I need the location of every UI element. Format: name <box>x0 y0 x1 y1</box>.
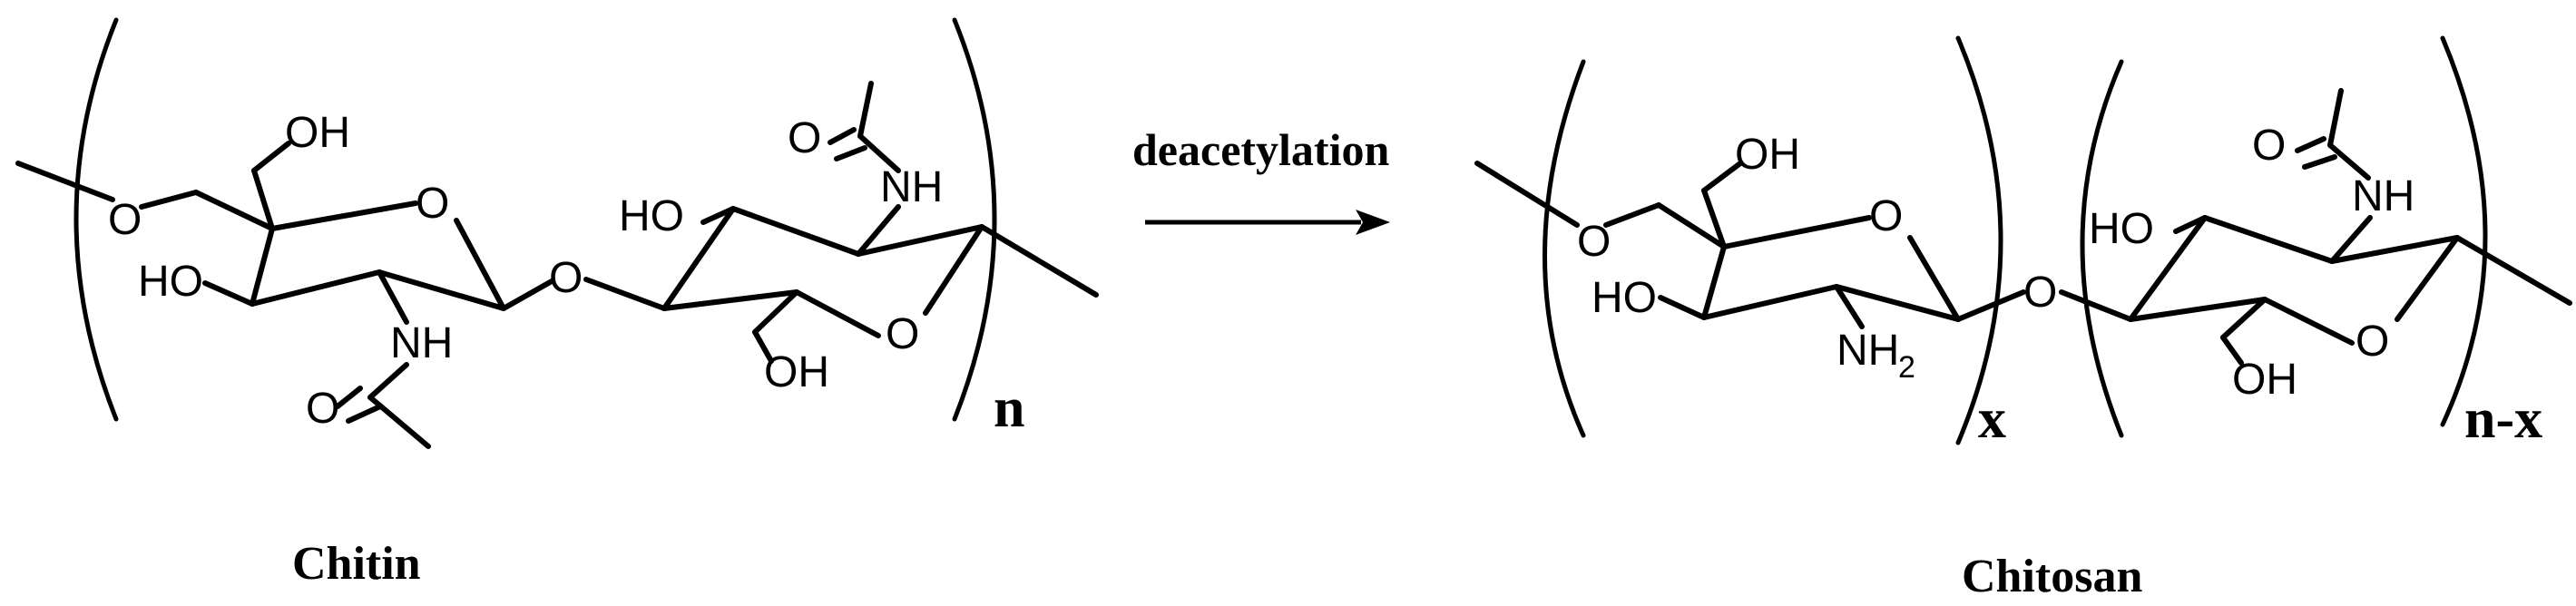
chitosan-ring2-hydroxymethyl-oh: OH <box>2232 356 2297 404</box>
chitosan-hydroxymethyl-oh: OH <box>1735 131 1800 179</box>
arrow-head <box>1356 210 1390 235</box>
chitin-repeat-subscript: n <box>994 377 1024 439</box>
chitin-ring2-hydroxymethyl-oh: OH <box>764 348 829 396</box>
chitosan-ring2-carbonyl-o: O <box>2252 122 2286 170</box>
chitosan-x-left-paren <box>1543 59 1586 438</box>
chitosan-ring2-amide-nh: NH <box>2352 172 2414 220</box>
chitosan-glycosidic-oxygen: O <box>2023 269 2057 317</box>
chitosan-ring2-oxygen: O <box>2356 318 2389 366</box>
chitin-right-paren <box>952 17 997 422</box>
chitin-ring2-carbonyl-o: O <box>788 114 821 162</box>
chitin-ring1-carbonyl-o: O <box>306 385 339 433</box>
chitin-glycosidic-oxygen: O <box>549 254 583 302</box>
chitosan-ring1-oxygen: O <box>1869 192 1903 240</box>
chitin-ring1-hydroxyl: HO <box>138 258 203 306</box>
chitin-atom-labels: O OH O HO NH O O HO OH NH O O <box>108 109 943 433</box>
chitin-structure: O OH O HO NH O O HO OH NH O O n Chitin <box>15 17 1099 590</box>
chitosan-atom-labels: O OH O HO NH 2 O HO OH NH O O <box>1577 122 2414 404</box>
chitin-ring2-oxygen: O <box>886 310 919 358</box>
chitin-left-paren <box>73 17 119 422</box>
chitosan-ring2-hydroxyl: HO <box>2089 205 2154 253</box>
chitosan-name-label: Chitosan <box>1962 551 2142 602</box>
chitosan-nx-right-paren <box>2440 35 2488 427</box>
reaction-arrow: deacetylation <box>1132 124 1390 235</box>
chitin-link-oxygen: O <box>108 196 142 244</box>
chitin-ring2-amide-nh: NH <box>880 163 943 211</box>
chitin-ring1-oxygen: O <box>416 180 449 228</box>
chitosan-amine-subscript: 2 <box>1898 350 1915 385</box>
chitosan-structure: O OH O HO NH 2 O HO OH NH O O x n-x Chit… <box>1474 35 2572 602</box>
chitosan-nx-subscript: n-x <box>2464 388 2542 450</box>
chitin-ring2-hydroxyl: HO <box>619 192 684 240</box>
reaction-condition-label: deacetylation <box>1132 124 1389 175</box>
chitosan-x-subscript: x <box>1978 388 2006 450</box>
chitosan-amine-nh: NH <box>1837 327 1899 375</box>
chitosan-nx-left-paren <box>2080 59 2124 438</box>
chitin-ring1-amide-nh: NH <box>390 319 453 367</box>
chitosan-amine-group: NH 2 <box>1837 327 1915 385</box>
chitosan-bonds <box>1474 88 2572 366</box>
chitin-bonds <box>15 81 1099 449</box>
chitosan-link-oxygen: O <box>1577 218 1611 266</box>
chitin-name-label: Chitin <box>292 538 421 590</box>
chitosan-x-right-paren <box>1955 35 2003 445</box>
chitin-hydroxymethyl-oh: OH <box>285 109 350 157</box>
chitosan-ring1-hydroxyl: HO <box>1592 274 1657 322</box>
